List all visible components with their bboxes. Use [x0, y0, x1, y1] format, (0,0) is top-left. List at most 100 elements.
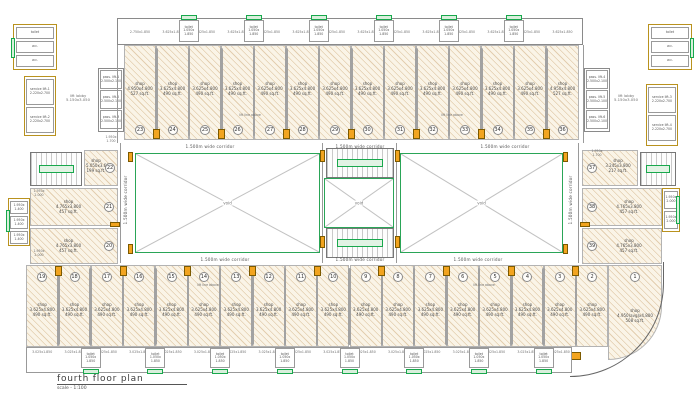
band-dimension: 3.025x1.850	[420, 350, 441, 354]
shop-number: 24	[167, 125, 178, 135]
column	[248, 266, 256, 276]
shop-label: shop 3.625x4.800 490 sq.ft.	[450, 302, 476, 317]
shop-cell: shop 3.625x4.800 490 sq.ft.16	[123, 265, 156, 347]
column	[128, 152, 133, 162]
shop-label: shop 3.625x4.800 490 sq.ft.	[517, 81, 543, 97]
wc-cell: w.c.	[16, 55, 54, 67]
shop-cell: shop 3.625x4.800 490 sq.ft.17	[90, 265, 124, 347]
shop-cell: shop 3.625x4.800 490 sq.ft. 10	[317, 265, 350, 347]
shop-divider-wall	[186, 268, 189, 345]
wall-line	[117, 45, 118, 143]
shop-label: shop 3.625x4.800 490 sq.ft.	[158, 302, 185, 317]
window	[535, 369, 552, 374]
wall-line	[322, 143, 323, 263]
shop-number: 34	[492, 125, 503, 135]
service-lift-cell: service lift-1 2.220x2.700	[26, 79, 54, 105]
window	[276, 369, 293, 374]
shop-divider-wall	[542, 268, 545, 345]
shop-cell: shop 3.625x4.800 490 sq.ft.33	[448, 45, 482, 140]
shop-number: 11	[295, 272, 306, 282]
band-dimension: 3.625x1.850	[389, 30, 411, 34]
band-dimension: 3.025x1.850	[161, 350, 182, 354]
window	[245, 15, 262, 20]
annex-cell: 1.950x 1.400	[10, 201, 28, 214]
shop-divider-wall	[252, 48, 255, 136]
shop-number: 35	[525, 125, 535, 135]
column	[477, 129, 485, 139]
wc-cell: w.c.	[16, 41, 54, 53]
toilet-cell: toilet 1.050x 1.850	[404, 348, 425, 368]
shop-number: 19	[37, 272, 48, 282]
wc-cell: toilet	[651, 27, 689, 39]
shop-cell: shop 3.625x4.800 490 sq.ft.7	[414, 265, 447, 347]
shop-label: shop 3.625x4.800 490 sq.ft.	[482, 302, 508, 317]
shop-number: 32	[427, 125, 438, 135]
wc-cell: w.c.	[651, 41, 689, 53]
shop-label: shop 3.625x4.800 490 sq.ft.	[514, 302, 541, 317]
shop-number: 6	[457, 272, 468, 282]
shop-number: 33	[460, 125, 470, 135]
shop-cell: shop 4.765x3.800 457 sq.ft.38	[582, 188, 662, 226]
shop-divider-wall	[283, 268, 287, 345]
shop-number: 13	[231, 272, 242, 282]
shop-number: 25	[200, 125, 210, 135]
toilet-cell: toilet 1.050x 1.850	[468, 348, 489, 368]
shop-number: 23	[135, 125, 145, 135]
toilet-cell: toilet 1.050x 1.850	[80, 348, 101, 368]
shop-divider-wall	[218, 268, 222, 345]
void-center: void	[324, 178, 394, 228]
service-lift-cell: service lift-4 2.220x2.700	[648, 115, 676, 141]
shop-number: 27	[265, 125, 275, 135]
shop-divider-wall	[447, 48, 450, 136]
shop-label: shop 4.950x4.800 527 sq.ft.	[549, 81, 576, 97]
shop-divider-wall	[512, 48, 515, 136]
stair-landing	[336, 159, 384, 167]
toilet-cell: toilet 1.050x 1.850	[210, 348, 231, 368]
shop-number: 10	[328, 272, 339, 282]
corridor-label-vertical: 1.500m wide corridor	[123, 175, 128, 225]
shop-cell: shop 3.625x4.800 490 sq.ft.15	[155, 265, 188, 347]
wall-line	[578, 143, 579, 263]
shop-divider-wall	[510, 268, 513, 345]
shop-divider-wall	[220, 48, 223, 136]
window	[6, 210, 10, 232]
shop-label: shop 4.765x3.800 457 sq.ft.	[55, 199, 82, 215]
window	[82, 369, 99, 374]
band-dimension: 2.750x1.850	[129, 30, 151, 34]
staircase	[326, 148, 394, 178]
toilet-cell: toilet 1.050x 1.850	[339, 348, 360, 368]
lift-line-note: lift line above	[441, 113, 463, 117]
shop-divider-wall	[154, 268, 157, 345]
shop-divider-wall	[350, 48, 353, 136]
staircase	[640, 152, 676, 186]
pass-lift-cell: pass. lift-3 2.500x2.100	[100, 110, 122, 129]
shop-number: 17	[101, 272, 112, 282]
shop-label: shop 3.245x3.800 217 sq.ft.	[605, 158, 631, 174]
window	[180, 15, 197, 20]
lift-line-note: lift line above	[239, 113, 261, 117]
shop-label: shop 3.625x4.800 490 sq.ft.	[257, 81, 283, 97]
shop-label: shop 3.625x4.800 490 sq.ft.	[353, 302, 379, 317]
band-dimension: 3.025x1.850	[193, 350, 214, 354]
shop-label: shop 3.625x4.800 490 sq.ft.	[320, 302, 346, 317]
shop-number: 7	[425, 272, 436, 282]
shop-label: shop 3.625x4.800 490 sq.ft.	[419, 81, 446, 97]
shop-cell: shop 3.245x3.800 217 sq.ft.37	[582, 150, 638, 186]
shop-divider-wall	[89, 268, 92, 345]
shop-label: shop 5.050x3.660 199 sq.ft.	[86, 157, 112, 173]
stair-landing	[336, 239, 384, 247]
shop-divider-wall	[477, 268, 481, 345]
band-dimension: 3.625x1.850	[422, 30, 443, 34]
stair-landing	[646, 165, 670, 173]
band-dimension: 3.025x1.850	[290, 350, 312, 354]
toilet-cell: toilet 1.050x 1.850	[308, 20, 329, 42]
band-dimension: 3.625x1.850	[227, 30, 248, 34]
band-dimension: 3.625x1.850	[519, 30, 541, 34]
shop-label: shop 3.625x4.800 490 sq.ft.	[61, 302, 88, 317]
plan-title: fourth floor plan	[57, 374, 187, 385]
shop-cell: shop 3.625x4.800 490 sq.ft.30	[351, 45, 384, 140]
annex-cell: 1.950x 1.400	[10, 216, 28, 229]
column	[110, 222, 120, 227]
column	[347, 129, 355, 139]
